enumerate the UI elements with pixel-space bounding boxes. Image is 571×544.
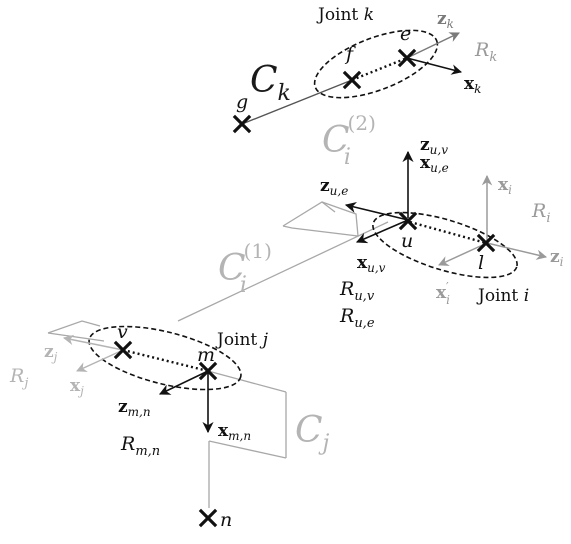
z-i-label: zi <box>550 247 564 269</box>
link-ci1-label: C(1)i <box>218 239 272 298</box>
z-j-label: zj <box>44 342 58 364</box>
z-i-axis-arrow <box>486 242 548 260</box>
link-ci2-label: C(2)i <box>322 111 376 170</box>
z-k-label: zk <box>437 9 454 31</box>
x-i-label: xi <box>498 175 512 197</box>
x-ue-label: xu,e <box>420 153 449 175</box>
point-l-label: l <box>478 252 484 274</box>
z-uv-label: zu,v <box>420 135 448 157</box>
link-ck-label: Ck <box>250 60 291 106</box>
point-v-cross <box>113 340 133 360</box>
joint-j-ellipse <box>88 325 242 391</box>
joint-i-ellipse <box>372 211 518 279</box>
point-u-cross <box>398 211 418 231</box>
joint-k-label: Joint k <box>316 5 374 25</box>
z-k-axis-arrow <box>406 32 460 59</box>
joint-k-ellipse <box>313 29 439 99</box>
point-e-cross <box>397 48 417 68</box>
x-uv-axis-arrow <box>355 219 409 244</box>
point-l-cross <box>476 233 496 253</box>
point-u-label: u <box>401 230 413 252</box>
point-v-label: v <box>117 321 128 343</box>
z-ue-label: zu,e <box>320 176 348 198</box>
link-ci1-plane <box>177 201 389 322</box>
z-mn-label: zm,n <box>118 397 151 419</box>
frame-ruv-label: Ru,v <box>339 278 375 304</box>
frame-rmn-label: Rm,n <box>120 433 160 459</box>
joint-j-axis-dotted <box>122 348 209 373</box>
x-k-axis-arrow <box>406 57 463 75</box>
joint-i-label: Joint i <box>476 286 529 306</box>
point-m-cross <box>198 361 218 381</box>
point-f-cross <box>342 70 362 90</box>
x-uv-label: xu,v <box>357 253 386 275</box>
z-mn-axis-arrow <box>158 370 209 395</box>
frame-rj-label: Rj <box>9 365 28 391</box>
x-mn-label: xm,n <box>218 421 251 443</box>
point-f-label: f <box>344 43 356 65</box>
point-n-label: n <box>220 509 232 531</box>
point-g-cross <box>232 114 252 134</box>
link-cj-label: Cj <box>295 410 330 456</box>
point-m-label: m <box>197 344 215 366</box>
joint-j-label: Joint j <box>215 330 269 350</box>
x-i-prime-label: xi′ <box>436 280 450 307</box>
joint-k-axis-dotted <box>351 56 408 82</box>
link-cj-plane <box>47 320 287 508</box>
x-j-label: xj <box>70 376 84 398</box>
point-e-label: e <box>400 23 411 45</box>
x-k-label: xk <box>464 74 481 96</box>
link-ck-bar <box>241 79 353 125</box>
frame-rk-label: Rk <box>474 39 497 65</box>
z-j-axis-arrow <box>62 334 124 351</box>
frame-ri-label: Ri <box>531 200 550 226</box>
joint-i-axis-dotted <box>409 220 487 245</box>
z-ue-axis-arrow <box>344 201 409 221</box>
point-g-label: g <box>236 91 248 113</box>
frame-rue-label: Ru,e <box>339 305 375 331</box>
x-i-prime-axis-arrow <box>438 242 488 266</box>
point-markers <box>113 48 496 528</box>
x-j-axis-arrow <box>76 349 124 372</box>
point-n-cross <box>198 508 218 528</box>
